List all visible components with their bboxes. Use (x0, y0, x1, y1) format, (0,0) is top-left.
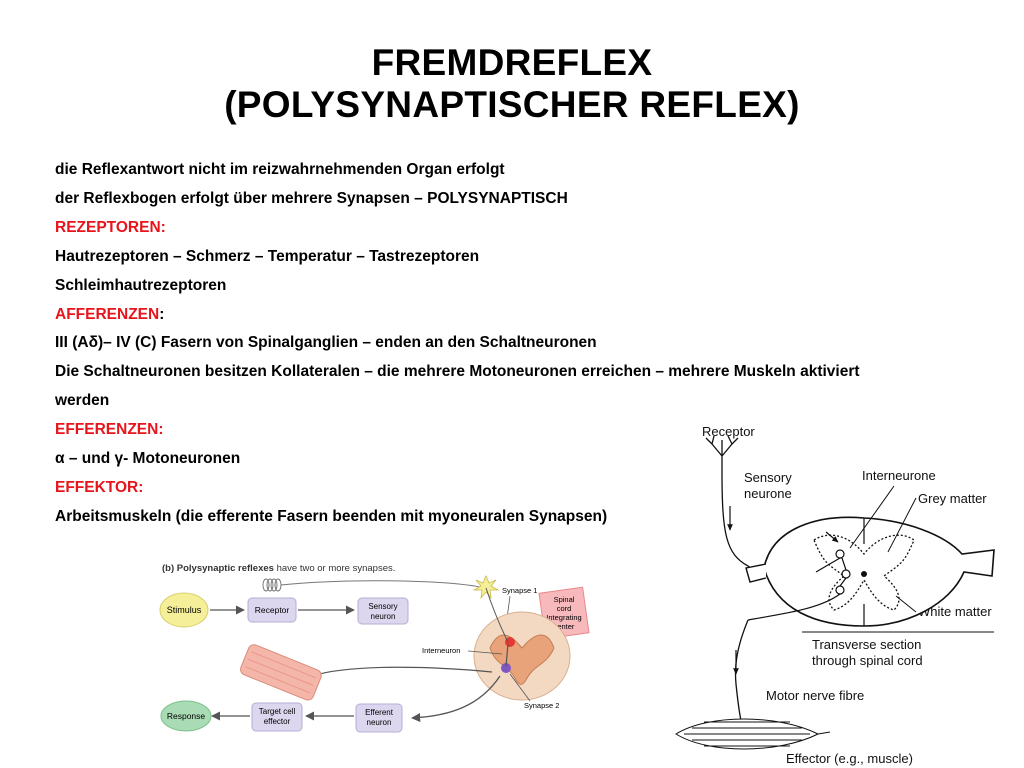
section-heading-afferents: AFFERENZEN: (55, 301, 955, 330)
interneurone-label: Interneurone (862, 468, 936, 483)
sensory-neuron-box (357, 597, 409, 625)
efferent-label-1: Efferent (365, 708, 394, 717)
effector-label: Effector (e.g., muscle) (786, 751, 913, 766)
response-label: Response (167, 711, 206, 721)
interneuron-label: Interneuron (422, 646, 460, 655)
reflex-arc-diagram: Receptor Sensory neurone Interneurone Gr… (675, 424, 995, 766)
target-label-2: effector (264, 717, 291, 726)
spinal-label-2: cord (557, 604, 572, 613)
text-line: die Reflexantwort nicht im reizwahrnehme… (55, 161, 505, 178)
text-line: Hautrezeptoren – Schmerz – Temperatur – … (55, 247, 480, 265)
sensory-label-2: neurone (744, 486, 792, 501)
text-line: α – und γ- Motoneuronen (55, 450, 241, 468)
pointer-line (509, 673, 531, 702)
efferent-label-2: neuron (367, 718, 392, 727)
arrow (411, 675, 501, 723)
stimulus-node (159, 592, 209, 628)
section-heading-effector: EFFEKTOR: (55, 478, 144, 496)
motor-nerve-path (734, 619, 749, 735)
pointer-line (849, 485, 895, 549)
sensory-neuron-label-1: Sensory (368, 602, 397, 611)
receptor-dendrite-icon (705, 435, 739, 472)
text-line: III (Aδ)– IV (C) Fasern von Spinalgangli… (55, 334, 597, 352)
motor-fibre-label: Motor nerve fibre (766, 688, 864, 703)
pointer-line (887, 497, 917, 553)
spinal-label-3: Integrating (546, 613, 581, 622)
pointer-line (467, 650, 503, 655)
transverse-label-2: through spinal cord (812, 653, 923, 668)
stimulus-label: Stimulus (167, 605, 202, 615)
title-line-1: FREMDREFLEX (371, 42, 653, 83)
receptor-label: Receptor (702, 424, 755, 439)
efferent-neuron-box (355, 703, 403, 733)
spinal-label-1: Spinal (554, 595, 575, 604)
text-line: Die Schaltneuronen besitzen Kollateralen… (55, 363, 860, 381)
section-heading-receptors: REZEPTOREN: (55, 218, 166, 236)
interneurone-cells-icon (747, 549, 851, 621)
starburst-icon (472, 574, 500, 600)
receptor-label: Receptor (255, 605, 290, 615)
diagram-a-caption: (b) Polysynaptic reflexes have two or mo… (162, 563, 395, 574)
title-line-2: (POLYSYNAPTISCHER REFLEX) (224, 84, 800, 125)
synapse2-label: Synapse 2 (524, 701, 559, 710)
spinal-label-4: center (554, 622, 575, 631)
text-line: der Reflexbogen erfolgt über mehrere Syn… (55, 189, 568, 207)
slide-title: FREMDREFLEX (POLYSYNAPTISCHER REFLEX) (0, 42, 1024, 126)
text-line: werden (55, 392, 110, 410)
receptor-coil-icon (262, 578, 486, 592)
muscle-effector-icon (675, 718, 831, 750)
arrow (825, 531, 839, 543)
arrow (311, 666, 493, 678)
section-heading-efferents: EFFERENZEN: (55, 421, 164, 439)
transverse-label-1: Transverse section (812, 637, 921, 652)
receptor-box (247, 597, 297, 623)
pointer-line (895, 595, 917, 613)
response-node (160, 700, 212, 732)
text-line: Arbeitsmuskeln (die efferente Fasern bee… (55, 507, 608, 525)
text-block: die Reflexantwort nicht im reizwahrnehme… (55, 156, 955, 532)
polysynaptic-reflex-diagram: (b) Polysynaptic reflexes have two or mo… (159, 563, 590, 733)
sensory-neuron-label-2: neuron (371, 612, 396, 621)
target-label-1: Target cell (259, 707, 296, 716)
white-matter-label: White matter (918, 604, 992, 619)
synapse1-label: Synapse 1 (502, 586, 537, 595)
target-effector-box (251, 702, 303, 732)
muscle-tissue-icon (240, 644, 322, 701)
heading-colon: : (159, 305, 165, 323)
sensory-label-1: Sensory (744, 470, 792, 485)
section-heading-afferents-label: AFFERENZEN (55, 305, 160, 323)
spinal-cord-outline-icon (745, 516, 995, 627)
text-line: Schleimhautrezeptoren (55, 276, 227, 294)
grey-matter-label: Grey matter (918, 491, 987, 506)
